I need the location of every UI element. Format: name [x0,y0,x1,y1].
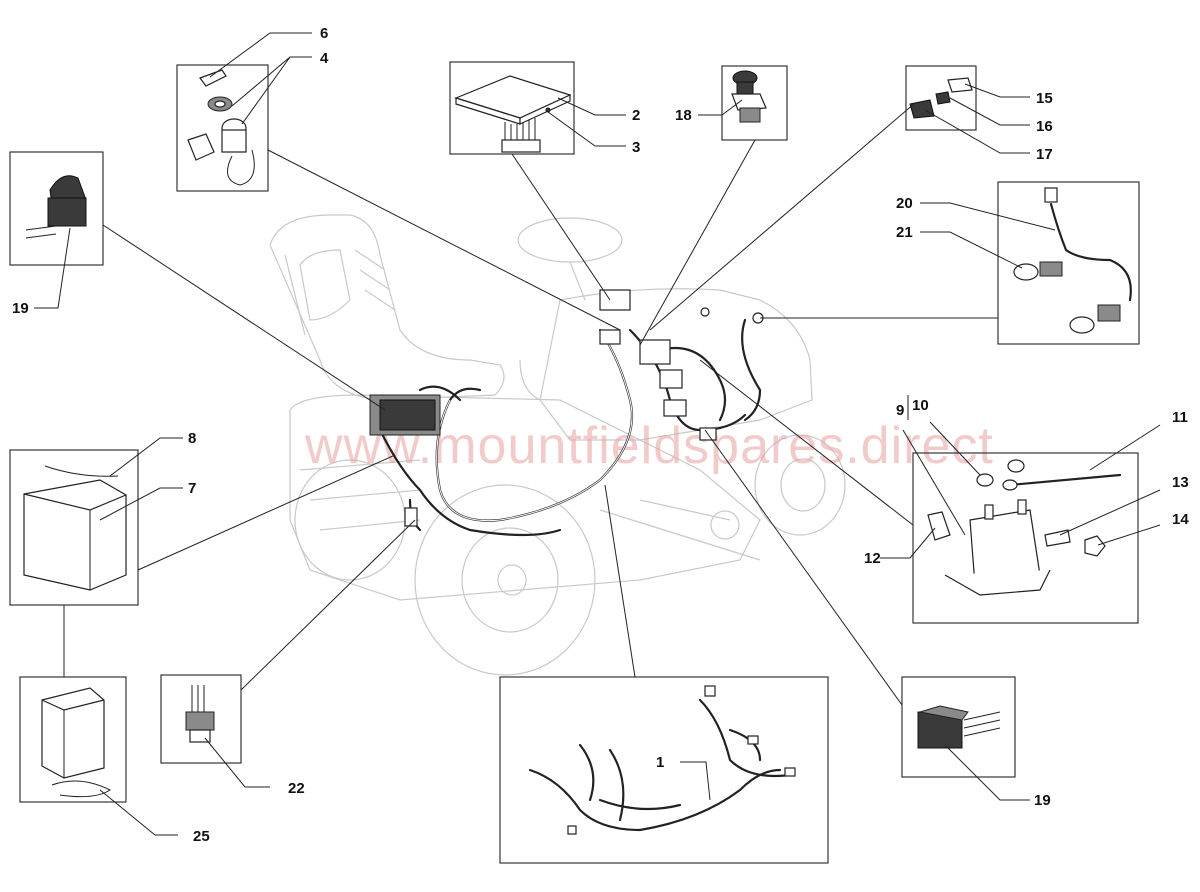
callout-11: 11 [1172,409,1188,426]
wiring-loom-installed [369,289,764,537]
callout-19-right: 19 [1034,792,1051,809]
callout-25: 25 [193,828,210,845]
callout-20: 20 [896,195,913,212]
callout-numbers: 6 4 2 3 18 15 16 17 19 20 21 9 10 11 13 … [12,25,1189,845]
rocker-switch-box-left [9,151,104,266]
switch-parts-box [905,65,977,131]
callout-19-left: 19 [12,300,29,317]
sensor-box [160,674,242,764]
ignition-switch-box [176,64,269,192]
tractor-ghost-outline [269,214,846,676]
callout-15: 15 [1036,90,1053,107]
callout-1: 1 [656,754,664,771]
callout-4: 4 [320,50,329,67]
callout-6: 6 [320,25,328,42]
lamp-harness-box [997,181,1140,345]
relay-box-right [901,676,1016,778]
leader-lines [34,32,1161,836]
circuit-board-box [449,61,575,155]
callout-22: 22 [288,780,305,797]
callout-10: 10 [912,397,929,414]
callout-17: 17 [1036,146,1053,163]
callout-13: 13 [1172,474,1189,491]
callout-21: 21 [896,224,913,241]
callout-2: 2 [632,107,640,124]
callout-9: 9 [896,402,904,419]
pto-switch-box [721,65,788,141]
battery-box [9,449,139,606]
callout-16: 16 [1036,118,1053,135]
callout-7: 7 [188,480,196,497]
solenoid-box [912,452,1139,624]
callout-3: 3 [632,139,640,156]
callout-12: 12 [864,550,881,567]
wiring-harness-box [499,676,829,864]
charger-box [19,676,127,803]
callout-18: 18 [675,107,692,124]
callout-14: 14 [1172,511,1189,528]
callout-8: 8 [188,430,196,447]
